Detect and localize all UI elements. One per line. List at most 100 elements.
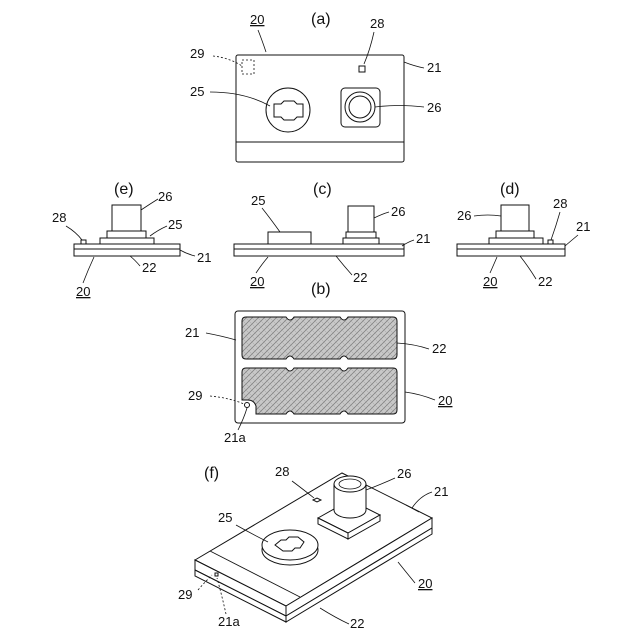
view-e: (e) 26 25 28 21 22 20 [52, 181, 211, 299]
leader-21-f [412, 492, 432, 508]
panel-a-title: (a) [311, 11, 331, 28]
leader-21-c [402, 240, 414, 246]
leader-29-a [213, 56, 242, 66]
leader-29-b [210, 396, 244, 404]
panel-e-title: (e) [114, 181, 134, 198]
leader-26-f [366, 478, 395, 490]
panel-b-title: (b) [311, 281, 331, 298]
view-d: (d) 26 28 21 22 20 [457, 181, 590, 289]
leader-20-d [490, 257, 497, 273]
leader-20-e [83, 257, 94, 283]
ref-25-e: 25 [168, 217, 182, 232]
panel-d-title: (d) [500, 181, 520, 198]
leader-25-a [210, 92, 270, 106]
leader-25-c [262, 208, 280, 232]
ref-28-d: 28 [553, 196, 567, 211]
ref-25-f: 25 [218, 510, 232, 525]
element-28 [359, 66, 365, 72]
ref-22-f: 22 [350, 616, 364, 631]
flange-26-e [107, 231, 146, 238]
leader-26-e [141, 199, 158, 210]
leader-25-e [150, 226, 167, 236]
leader-20-b [405, 392, 435, 400]
socket-25-slot [274, 101, 303, 120]
ref-22-e: 22 [142, 260, 156, 275]
terminal-26-inner [349, 96, 371, 118]
leader-26-d [474, 215, 501, 216]
ref-22-d: 22 [538, 274, 552, 289]
ref-26-f: 26 [397, 466, 411, 481]
leader-26-c [374, 212, 389, 218]
ref-28-a: 28 [370, 16, 384, 31]
view-b: (b) 21 22 20 29 21a [185, 281, 452, 445]
board-outline-a [236, 55, 404, 162]
board-pad-d [457, 249, 565, 256]
leader-22-c [336, 256, 352, 275]
element-28-d [548, 240, 553, 244]
ref-22-b: 22 [432, 341, 446, 356]
board-pad-e [74, 249, 180, 256]
ref-28-f: 28 [275, 464, 289, 479]
ref-26-d: 26 [457, 208, 471, 223]
leader-22-b [397, 343, 429, 349]
pad-22-upper [242, 317, 397, 359]
ref-29-b: 29 [188, 388, 202, 403]
ref-21a-b: 21a [224, 430, 246, 445]
ref-21-d: 21 [576, 219, 590, 234]
ref-28-e: 28 [52, 210, 66, 225]
ref-29-a: 29 [190, 46, 204, 61]
ref-29-f: 29 [178, 587, 192, 602]
pad-22-lower [242, 368, 397, 414]
board-pad-c [234, 249, 404, 256]
socket-25-f-top [262, 530, 318, 560]
leader-21a-b [238, 408, 247, 430]
view-a: (a) 20 28 29 21 25 26 [190, 11, 441, 162]
terminal-26-d [501, 205, 529, 231]
view-c: (c) 25 26 21 22 20 [234, 181, 430, 289]
ref-26-c: 26 [391, 204, 405, 219]
leader-22-d [520, 256, 536, 279]
terminal-26-c [348, 206, 374, 232]
ref-21a-f: 21a [218, 614, 240, 629]
socket-25-c [268, 232, 311, 244]
board-top-c [234, 244, 404, 249]
base-26-c [343, 238, 379, 244]
flange-26-d [496, 231, 534, 238]
ref-20-e: 20 [76, 284, 90, 299]
leader-28-f [292, 481, 314, 498]
element-28-e [81, 240, 86, 244]
ref-20-b: 20 [438, 393, 452, 408]
base-25-e [100, 238, 154, 244]
view-f: (f) 28 26 21 25 20 [178, 464, 448, 631]
board-top-d [457, 244, 565, 249]
leader-28-d [551, 212, 560, 240]
leader-21-d [565, 235, 578, 246]
leader-21-a [404, 62, 424, 68]
ref-22-c: 22 [353, 270, 367, 285]
ref-20-f: 20 [418, 576, 432, 591]
hole-29-hidden [242, 60, 254, 74]
ref-21-f: 21 [434, 484, 448, 499]
leader-20-f [398, 562, 415, 583]
ref-21-e: 21 [197, 250, 211, 265]
leader-28-e [66, 226, 82, 240]
ref-20-a: 20 [250, 12, 264, 27]
hole-29-b [245, 403, 250, 408]
leader-20-a [258, 30, 266, 52]
ref-25-a: 25 [190, 84, 204, 99]
leader-20-c [256, 257, 268, 273]
panel-c-title: (c) [313, 181, 332, 198]
ref-26-e: 26 [158, 189, 172, 204]
ref-21-c: 21 [416, 231, 430, 246]
leader-26-a [375, 106, 424, 108]
ref-20-c: 20 [250, 274, 264, 289]
base-d [489, 238, 543, 244]
ref-20-d: 20 [483, 274, 497, 289]
leader-28-a [364, 32, 374, 64]
leader-22-f [320, 608, 349, 624]
panel-f-title: (f) [204, 465, 219, 482]
ref-21-b: 21 [185, 325, 199, 340]
terminal-26-e [112, 205, 141, 231]
flange-26-c [346, 232, 376, 238]
